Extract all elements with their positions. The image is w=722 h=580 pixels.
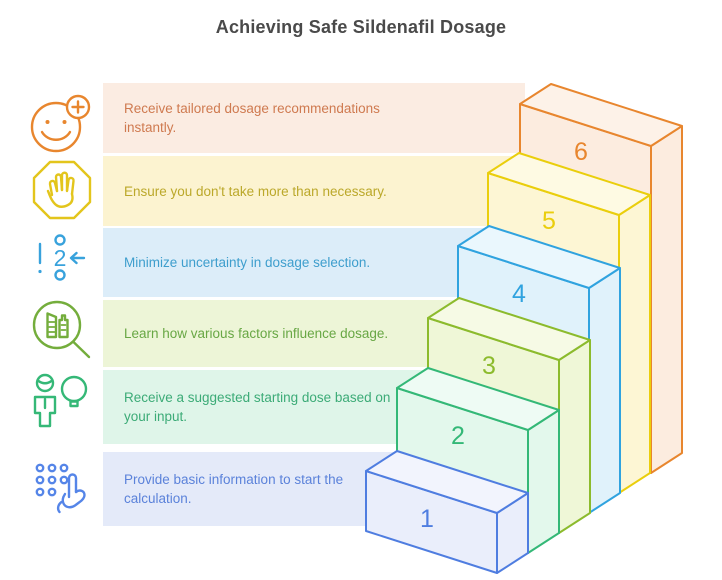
row-text-line: Receive a suggested starting dose based … (124, 390, 391, 405)
row-text-1: Receive tailored dosage recommendations … (124, 83, 406, 153)
choice-arrow-icon: 2 (30, 230, 94, 294)
step-number: 6 (574, 138, 588, 166)
row-band-3 (103, 228, 525, 297)
row-text-4: Learn how various factors influence dosa… (124, 300, 406, 367)
row-text-line: Receive tailored dosage recommendations … (124, 101, 380, 135)
step-number: 5 (542, 207, 556, 235)
tap-keypad-icon (30, 460, 94, 524)
row-text-line: your input. (124, 409, 188, 424)
row-text-line: calculation. (124, 491, 192, 506)
smiley-plus-icon (30, 94, 94, 158)
row-text-6: Provide basic information to start the ca… (124, 452, 406, 526)
row-text-2: Ensure you don't take more than necessar… (124, 156, 406, 226)
row-band-1 (103, 83, 525, 153)
row-text-3: Minimize uncertainty in dosage selection… (124, 228, 406, 297)
factors-magnifier-icon (30, 299, 94, 363)
row-text-line: Minimize uncertainty in dosage selection… (124, 255, 371, 270)
stop-hand-icon (30, 158, 94, 222)
row-text-line: Provide basic information to start the (124, 472, 344, 487)
row-text-line: Ensure you don't take more than necessar… (124, 183, 387, 199)
page-title: Achieving Safe Sildenafil Dosage (215, 17, 507, 37)
row-text-5: Receive a suggested starting dose based … (124, 370, 406, 444)
row-text-line: Learn how various factors influence dosa… (124, 326, 389, 341)
step-6: 6 (519, 83, 683, 474)
person-idea-icon (30, 372, 94, 436)
row-band-2 (103, 156, 525, 226)
svg-text:2: 2 (54, 245, 67, 271)
